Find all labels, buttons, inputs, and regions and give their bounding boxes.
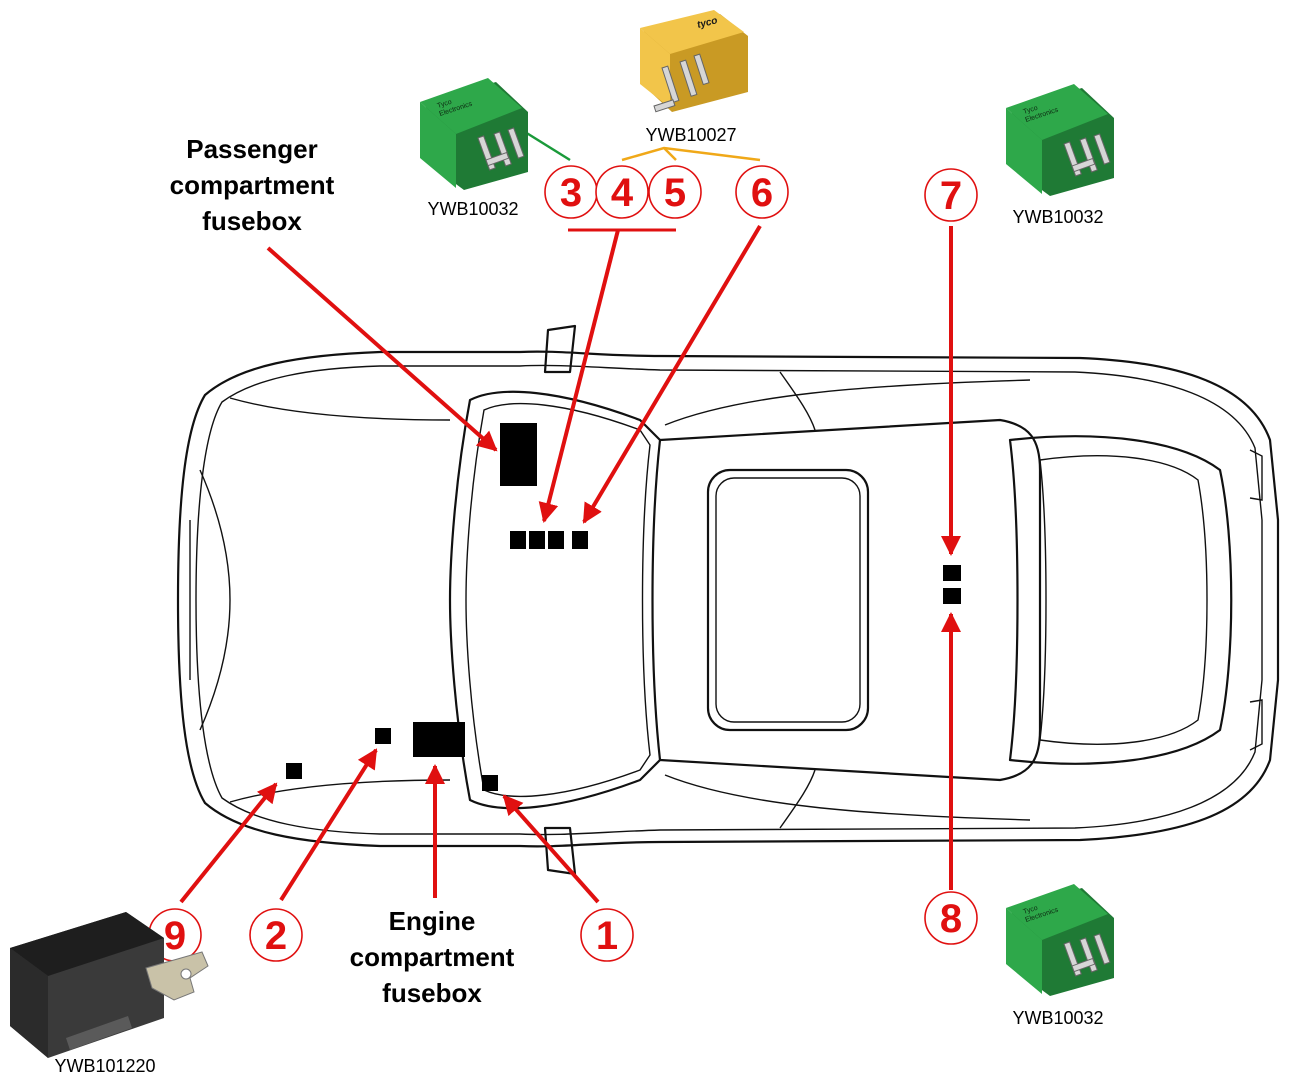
svg-text:tyco: tyco [696, 15, 719, 31]
relay-marker-1 [482, 775, 498, 791]
svg-text:Tyco: Tyco [436, 99, 452, 110]
relay-marker-4 [529, 531, 545, 549]
arrow-6 [582, 224, 762, 524]
passenger-label-line-2: compartment [170, 170, 335, 200]
engine-fusebox-marker [413, 722, 465, 757]
leader-arrows [179, 130, 961, 904]
part-label-ywb10027: YWB10027 [645, 125, 736, 145]
passenger-label-line-1: Passenger [186, 134, 318, 164]
engine-label-line-3: fusebox [382, 978, 482, 1008]
passenger-label-line-3: fusebox [202, 206, 302, 236]
svg-text:7: 7 [940, 174, 962, 218]
svg-text:Tyco: Tyco [1022, 905, 1038, 916]
svg-text:8: 8 [940, 897, 962, 941]
callout-6: 6 [735, 165, 789, 219]
callout-1: 1 [580, 908, 634, 962]
car-outline [176, 324, 1280, 876]
black-relay-image [10, 912, 209, 1058]
callout-5: 5 [648, 165, 702, 219]
callout-4: 4 [595, 165, 649, 219]
relay-marker-6 [572, 531, 588, 549]
part-label-ywb101220: YWB101220 [54, 1056, 155, 1076]
orange-leader-a [621, 146, 761, 162]
svg-text:6: 6 [751, 171, 773, 215]
arrow-passenger-fusebox [266, 246, 498, 452]
svg-text:5: 5 [664, 171, 686, 215]
arrow-1 [502, 794, 600, 904]
callout-7: 7 [924, 168, 978, 222]
svg-text:2: 2 [265, 914, 287, 958]
part-label-ywb10032-top-right: YWB10032 [1012, 207, 1103, 227]
engine-label-line-1: Engine [389, 906, 476, 936]
part-label-ywb10032-top-left: YWB10032 [427, 199, 518, 219]
part-labels: YWB10032 YWB10027 YWB10032 YWB10032 YWB1… [54, 125, 1103, 1076]
relay-marker-3 [510, 531, 526, 549]
svg-text:1: 1 [596, 914, 618, 958]
relay-marker-2 [375, 728, 391, 744]
passenger-fusebox-marker [500, 423, 537, 486]
green-relay-image-top-right: Tyco Electronics [1006, 84, 1114, 196]
green-relay-image-top-left: Tyco Electronics [420, 78, 528, 190]
relay-marker-7 [943, 565, 961, 581]
fusebox-labels: Passenger compartment fusebox Engine com… [170, 134, 515, 1008]
svg-text:4: 4 [611, 171, 634, 215]
callout-2: 2 [249, 908, 303, 962]
relay-marker-9 [286, 763, 302, 779]
yellow-relay-image: tyco [640, 10, 748, 113]
arrow-2 [279, 748, 378, 902]
relay-marker-8 [943, 588, 961, 604]
part-label-ywb10032-bottom-right: YWB10032 [1012, 1008, 1103, 1028]
callout-8: 8 [924, 891, 978, 945]
engine-label-line-2: compartment [350, 942, 515, 972]
svg-text:Tyco: Tyco [1022, 105, 1038, 116]
callout-3: 3 [544, 165, 598, 219]
callouts: 3 4 5 6 7 8 1 2 9 [148, 165, 978, 962]
green-leader [524, 130, 571, 162]
svg-text:3: 3 [560, 171, 582, 215]
orange-leader-b [663, 147, 677, 161]
relay-markers [286, 423, 961, 791]
svg-text:9: 9 [164, 914, 186, 958]
arrow-3-4-5 [538, 229, 620, 523]
arrow-9 [179, 782, 278, 904]
green-relay-image-bottom-right: Tyco Electronics [1006, 884, 1114, 996]
relay-marker-5 [548, 531, 564, 549]
